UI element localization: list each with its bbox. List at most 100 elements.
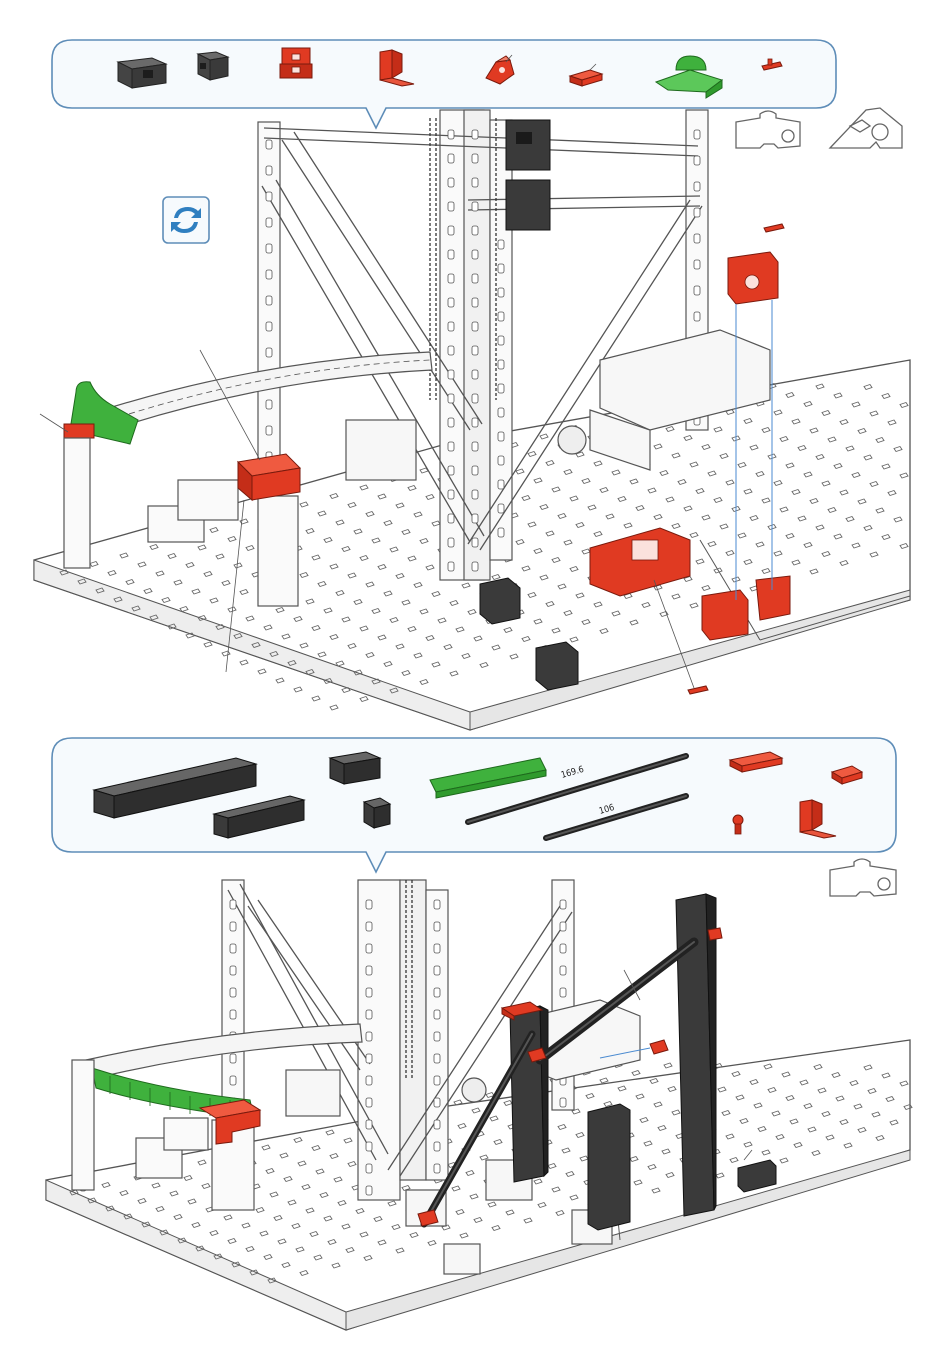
post-hole bbox=[694, 234, 700, 243]
post-hole bbox=[448, 442, 454, 451]
post-hole bbox=[472, 514, 478, 523]
post-hole bbox=[498, 528, 504, 537]
post-hole bbox=[498, 264, 504, 273]
post-hole bbox=[694, 260, 700, 269]
post-hole bbox=[266, 166, 272, 175]
post-hole bbox=[266, 322, 272, 331]
post-hole bbox=[448, 418, 454, 427]
post-hole bbox=[472, 202, 478, 211]
post-hole bbox=[498, 240, 504, 249]
post-hole bbox=[448, 538, 454, 547]
post-hole bbox=[266, 348, 272, 357]
post-hole bbox=[448, 370, 454, 379]
part-building-block-15-black bbox=[198, 52, 228, 80]
post-hole bbox=[266, 192, 272, 201]
baseplate-hole bbox=[600, 1078, 608, 1083]
baseplate-hole bbox=[240, 660, 248, 665]
post-hole bbox=[472, 562, 478, 571]
baseplate-hole bbox=[222, 651, 230, 656]
post-hole bbox=[448, 154, 454, 163]
post-hole bbox=[498, 480, 504, 489]
post-hole bbox=[230, 922, 236, 931]
post-hole bbox=[366, 1032, 372, 1041]
post-hole bbox=[434, 1098, 440, 1107]
post-hole bbox=[434, 900, 440, 909]
baseplate-hole bbox=[342, 688, 350, 693]
post-hole bbox=[366, 1164, 372, 1173]
parts-callout-step2: 169.6 106 bbox=[0, 730, 950, 880]
post-hole bbox=[434, 1142, 440, 1151]
post-hole bbox=[230, 1054, 236, 1063]
post-hole bbox=[472, 538, 478, 547]
post-hole bbox=[448, 226, 454, 235]
post-hole bbox=[498, 360, 504, 369]
post-hole bbox=[266, 296, 272, 305]
post-hole bbox=[448, 250, 454, 259]
post-hole bbox=[448, 490, 454, 499]
post-hole bbox=[472, 274, 478, 283]
post-hole bbox=[498, 288, 504, 297]
post-hole bbox=[560, 922, 566, 931]
post-hole bbox=[498, 408, 504, 417]
post-hole bbox=[472, 178, 478, 187]
post-hole bbox=[434, 988, 440, 997]
part-building-block-15-two-pins-red bbox=[280, 48, 312, 78]
post-hole bbox=[694, 312, 700, 321]
post-hole bbox=[448, 298, 454, 307]
post-hole bbox=[472, 370, 478, 379]
part-building-block-30-black-step2 bbox=[330, 752, 380, 784]
assembly-view-step1 bbox=[0, 100, 950, 740]
post-hole bbox=[448, 178, 454, 187]
post-hole bbox=[434, 944, 440, 953]
post-hole bbox=[472, 130, 478, 139]
post-hole bbox=[366, 1186, 372, 1195]
post-hole bbox=[366, 1010, 372, 1019]
post-hole bbox=[472, 394, 478, 403]
post-hole bbox=[448, 346, 454, 355]
post-hole bbox=[498, 504, 504, 513]
post-hole bbox=[472, 298, 478, 307]
post-hole bbox=[266, 140, 272, 149]
post-hole bbox=[498, 312, 504, 321]
baseplate-hole bbox=[330, 705, 338, 710]
baseplate-hole bbox=[360, 697, 368, 702]
baseplate-hole bbox=[276, 678, 284, 683]
baseplate-hole bbox=[312, 696, 320, 701]
post-hole bbox=[498, 384, 504, 393]
post-hole bbox=[448, 274, 454, 283]
baseplate-hole bbox=[294, 687, 302, 692]
post-hole bbox=[230, 1010, 236, 1019]
post-hole bbox=[498, 456, 504, 465]
post-hole bbox=[472, 154, 478, 163]
post-hole bbox=[434, 1054, 440, 1063]
assembly-view-step2 bbox=[0, 870, 950, 1348]
post-hole bbox=[366, 922, 372, 931]
post-hole bbox=[448, 202, 454, 211]
baseplate-hole bbox=[204, 642, 212, 647]
post-hole bbox=[266, 218, 272, 227]
post-hole bbox=[230, 900, 236, 909]
post-hole bbox=[694, 182, 700, 191]
post-hole bbox=[434, 966, 440, 975]
post-hole bbox=[366, 966, 372, 975]
post-hole bbox=[472, 226, 478, 235]
post-hole bbox=[448, 514, 454, 523]
post-hole bbox=[498, 432, 504, 441]
post-hole bbox=[448, 322, 454, 331]
baseplate-hole bbox=[258, 669, 266, 674]
red-block-mounted bbox=[238, 454, 300, 500]
post-hole bbox=[230, 988, 236, 997]
part-building-block-30-black bbox=[118, 58, 166, 88]
post-hole bbox=[694, 286, 700, 295]
post-hole bbox=[366, 1054, 372, 1063]
part-building-block-15-black-step2 bbox=[364, 798, 390, 828]
post-hole bbox=[266, 400, 272, 409]
post-hole bbox=[472, 250, 478, 259]
post-hole bbox=[472, 442, 478, 451]
post-hole bbox=[472, 466, 478, 475]
post-hole bbox=[434, 922, 440, 931]
post-hole bbox=[230, 944, 236, 953]
post-hole bbox=[366, 1076, 372, 1085]
post-hole bbox=[366, 944, 372, 953]
post-hole bbox=[694, 130, 700, 139]
